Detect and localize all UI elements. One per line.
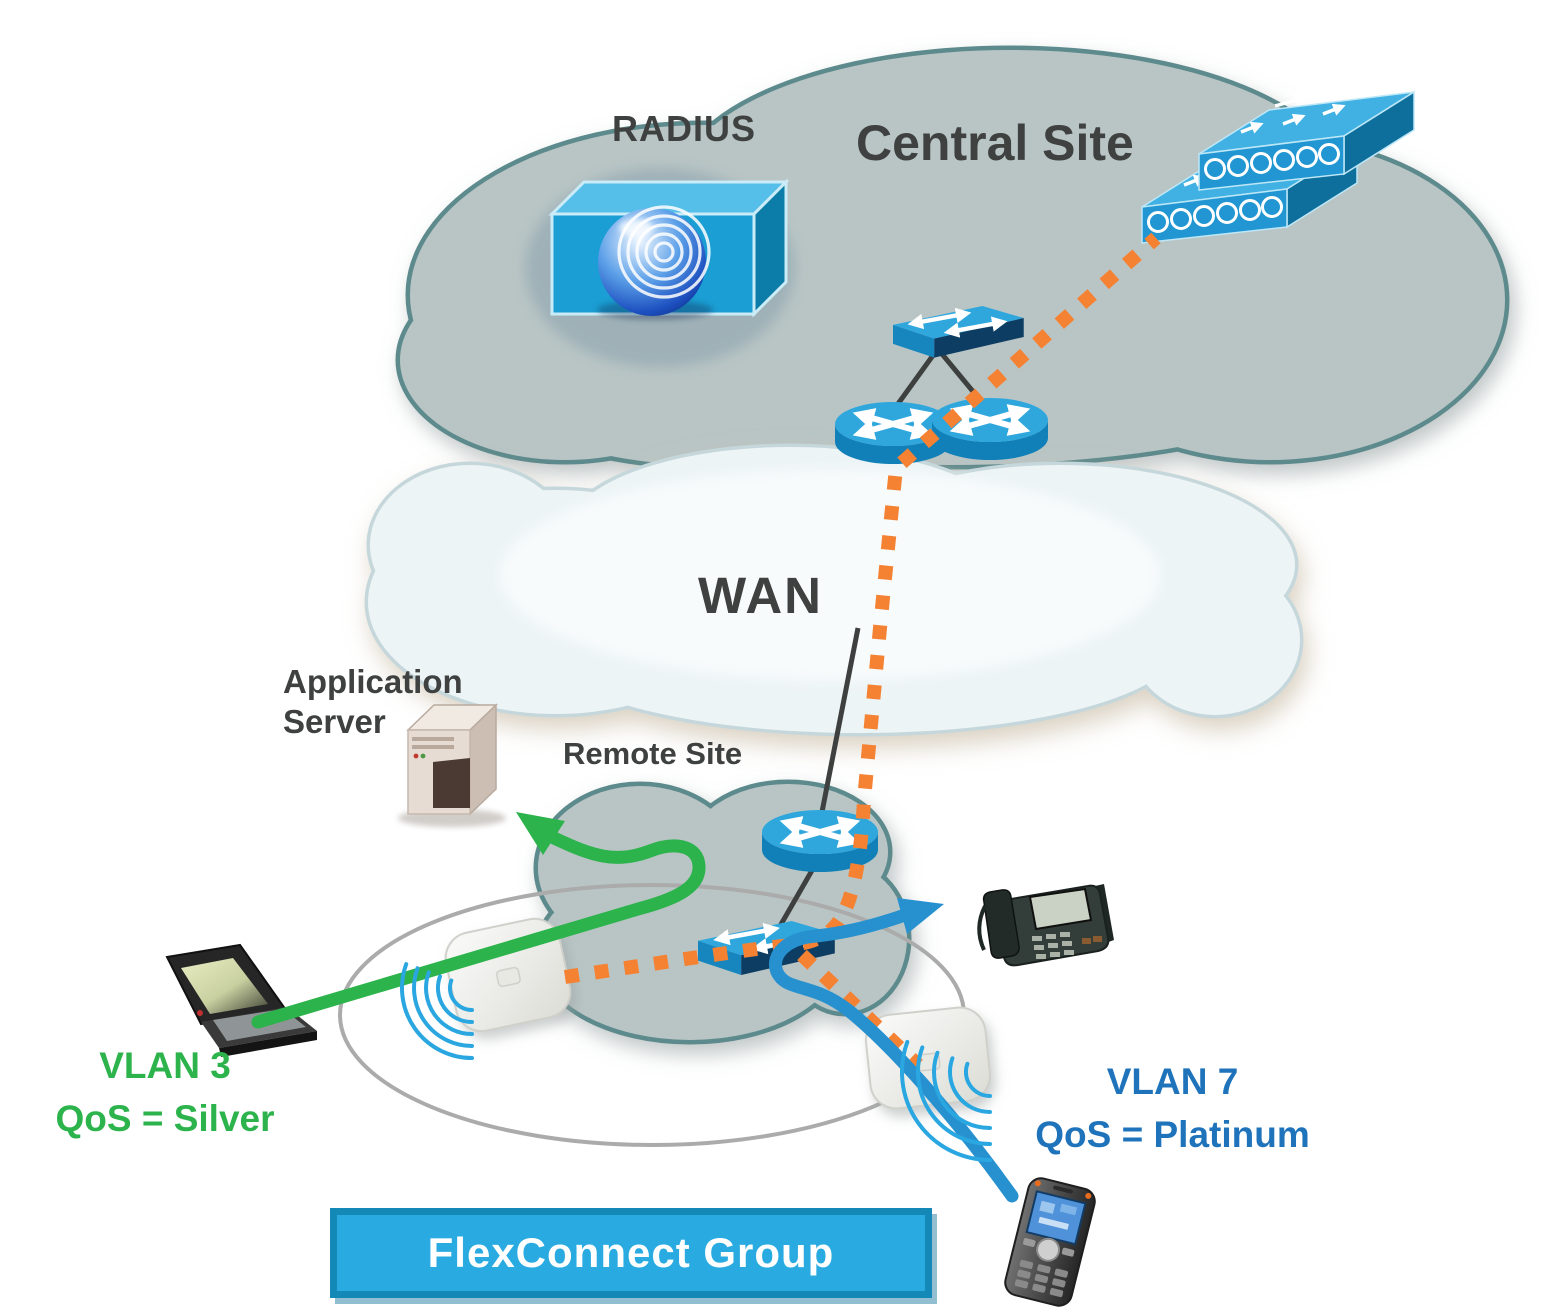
- ip-phone-icon: [977, 884, 1114, 967]
- application-server-icon: [398, 703, 506, 827]
- flexconnect-group-banner: FlexConnect Group: [330, 1208, 932, 1298]
- vlan3-label: VLAN 3: [99, 1045, 231, 1086]
- silver-flow-arrow: [251, 812, 706, 1029]
- wan-label: WAN: [698, 567, 823, 624]
- access-point-2-icon: [864, 1006, 992, 1110]
- capwap-tunnel-path: [563, 232, 1161, 1071]
- vlan3-qos-value: QoS = Silver: [55, 1097, 275, 1139]
- application-server-label-line2: Server: [283, 703, 386, 741]
- mobile-phone-icon: [1004, 1177, 1096, 1307]
- application-server-label: Application Server: [283, 662, 463, 743]
- vlan7-qos-value: QoS = Platinum: [1035, 1113, 1310, 1155]
- remote-site-label: Remote Site: [563, 736, 743, 771]
- vlan7-label: VLAN 7: [1106, 1061, 1239, 1102]
- access-point-1-icon: [444, 917, 572, 1033]
- application-server-label-line1: Application: [283, 663, 463, 700]
- central-router-right-icon: [932, 398, 1048, 460]
- radius-label: RADIUS: [612, 108, 757, 149]
- platinum-flow-arrow: [769, 898, 1019, 1203]
- vlan3-qos-label: VLAN 3 QoS = Silver: [15, 1040, 315, 1145]
- flexconnect-group-banner-label: FlexConnect Group: [427, 1229, 835, 1276]
- wan-cloud: [368, 447, 1300, 733]
- central-site-label: Central Site: [856, 115, 1134, 171]
- vlan7-qos-label: VLAN 7 QoS = Platinum: [1000, 1056, 1345, 1161]
- radius-server-icon: [525, 168, 795, 368]
